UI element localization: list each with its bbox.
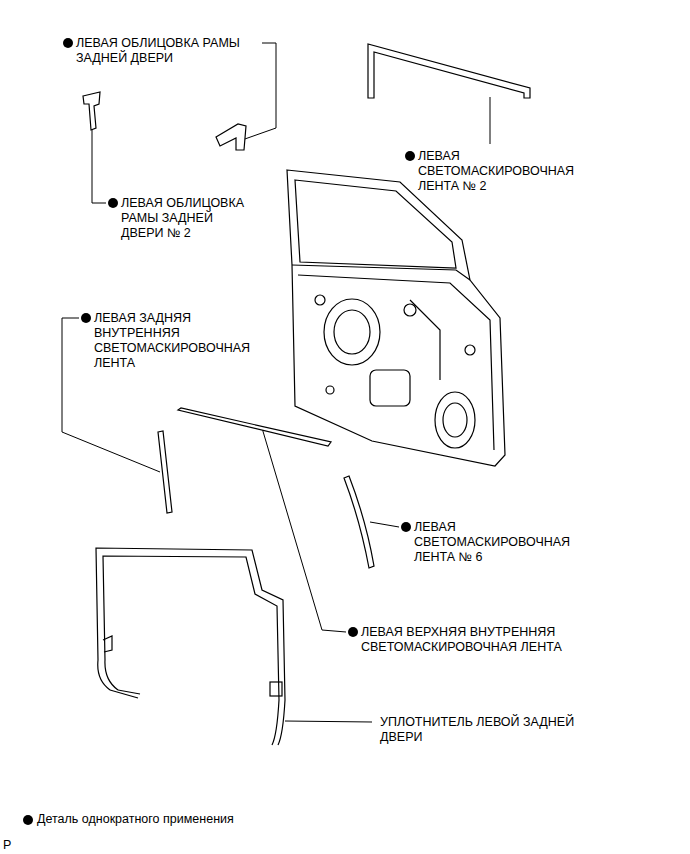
frame-garnish — [216, 124, 246, 150]
part-name: P — [3, 838, 23, 853]
parts — [83, 44, 530, 568]
frame-garnish-2 — [83, 92, 100, 130]
single-use-bullets — [23, 38, 415, 825]
part-name: ЛЕВАЯ СВЕТОМАСКИРОВОЧНАЯ ЛЕНТА № 6 — [414, 520, 584, 565]
part-name: ЛЕВАЯ ОБЛИЦОВКА РАМЫ ЗАДНЕЙ ДВЕРИ — [76, 36, 266, 66]
door-weatherstrip — [96, 548, 285, 745]
rear-inner-tape — [158, 431, 172, 513]
legend-text: Деталь однократного применения — [37, 812, 337, 827]
part-name: УПЛОТНИТЕЛЬ ЛЕВОЙ ЗАДНЕЙ ДВЕРИ — [380, 715, 595, 745]
light-shield-tape-2 — [368, 44, 530, 98]
part-name: ЛЕВАЯ ВЕРХНЯЯ ВНУТРЕННЯЯ СВЕТОМАСКИРОВОЧ… — [361, 625, 601, 655]
leader-lines — [62, 43, 490, 722]
light-shield-tape-6 — [344, 476, 374, 568]
part-name: ЛЕВАЯ СВЕТОМАСКИРОВОЧНАЯ ЛЕНТА № 2 — [418, 149, 588, 194]
part-name: ЛЕВАЯ ЗАДНЯЯ ВНУТРЕННЯЯ СВЕТОМАСКИРОВОЧН… — [94, 311, 259, 371]
part-name: ЛЕВАЯ ОБЛИЦОВКА РАМЫ ЗАДНЕЙ ДВЕРИ № 2 — [121, 196, 256, 241]
door-panel — [287, 170, 505, 466]
upper-inner-tape — [178, 408, 331, 446]
